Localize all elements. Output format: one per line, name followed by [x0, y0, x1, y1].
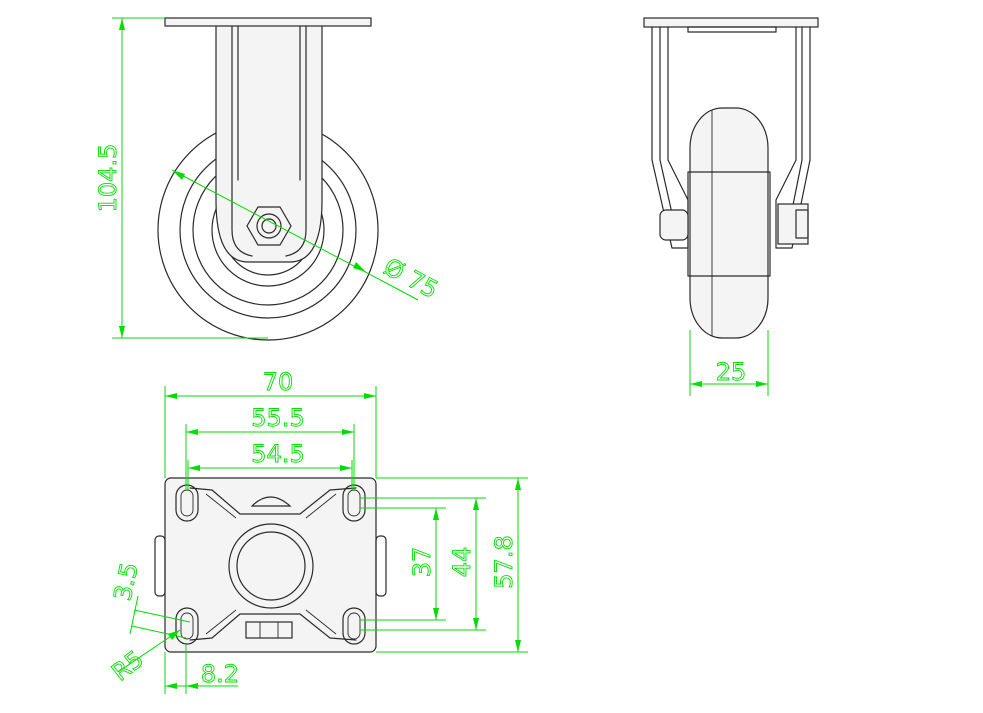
dim-inner-spacing-label: 54.5 [251, 440, 304, 468]
side-wheel [689, 107, 769, 339]
dim-44-label: 44 [448, 547, 476, 578]
slot-hole-bl [175, 607, 199, 645]
dim-wheel-width-label: 25 [716, 358, 747, 386]
side-axle-nut-cap [795, 209, 809, 239]
dim-height-label: 104.5 [94, 144, 122, 213]
axle-washer [256, 213, 282, 239]
front-view: 104.5 Ø 75 [94, 17, 443, 341]
side-view: 25 [643, 17, 819, 396]
dim-plate-length-label: 57.8 [490, 535, 518, 588]
side-top-plate [643, 17, 819, 28]
side-fork-right [775, 26, 811, 249]
center-hole-inner [236, 531, 306, 601]
top-plate [164, 17, 372, 27]
dim-37-label: 37 [408, 547, 436, 578]
top-view: 70 55.5 54.5 37 44 57.8 [106, 368, 528, 694]
center-hole-outer [228, 523, 314, 609]
fork-inner-left [231, 23, 253, 257]
plate-cutout [189, 487, 357, 641]
dim-plate-width-label: 70 [263, 368, 294, 396]
fork-body [215, 23, 323, 263]
slot-hole-tl [175, 484, 199, 522]
side-plate-rib [687, 26, 777, 33]
dim-slot-width-label: 3.5 [108, 560, 143, 603]
dim-edge-offset-label: 8.2 [201, 660, 239, 688]
kingpin-head [250, 496, 292, 507]
bottom-nut [245, 621, 293, 639]
dim-outer-spacing-label: 55.5 [251, 404, 304, 432]
side-axle-left [659, 209, 689, 241]
slot-hole-br [342, 607, 366, 645]
fork-inner-right [285, 23, 307, 257]
axle-nut [246, 206, 292, 246]
dim-radius-label: R5 [106, 645, 148, 687]
axle-bolt [261, 218, 277, 234]
